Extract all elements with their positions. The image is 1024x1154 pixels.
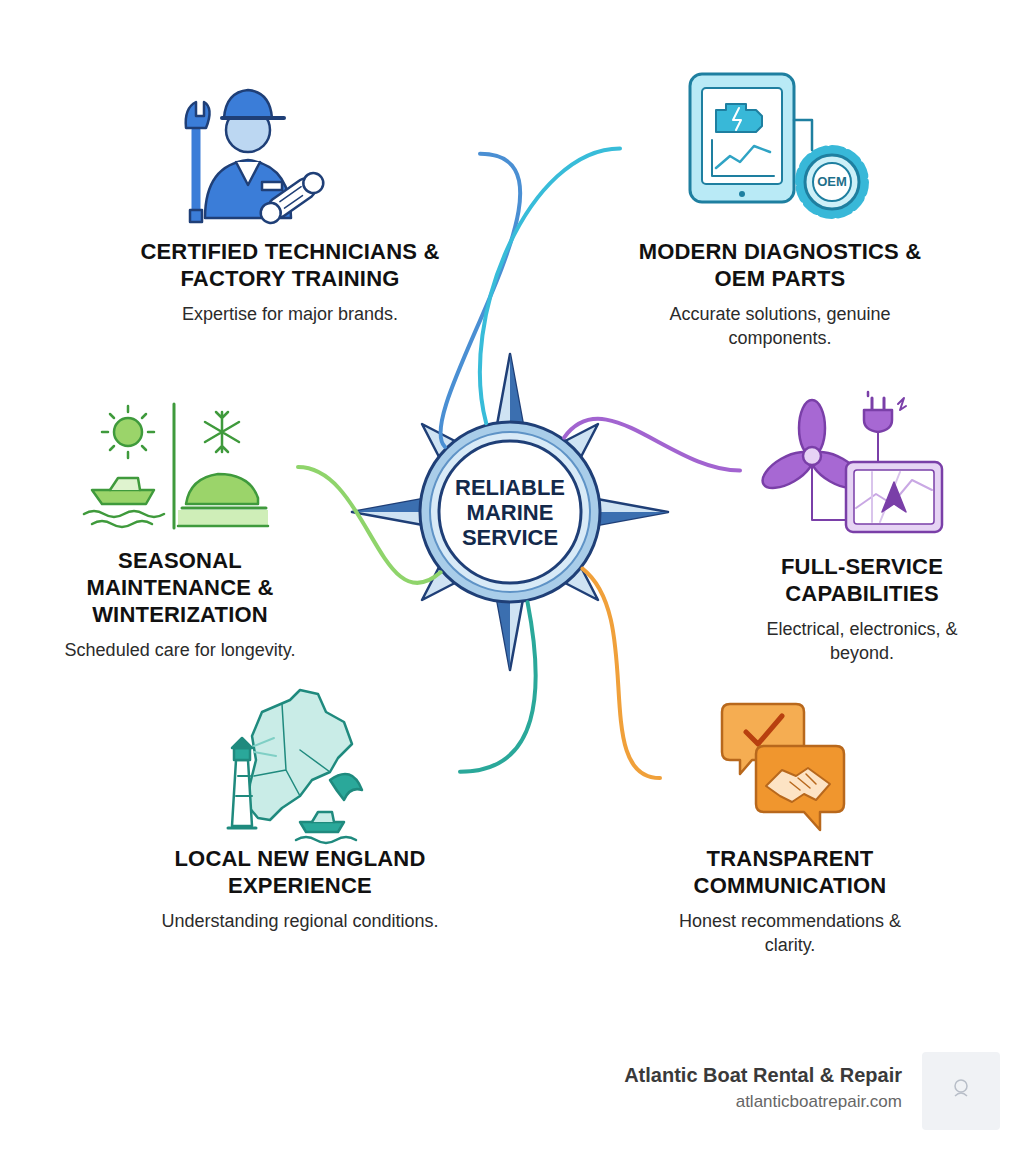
feature-node: MODERN DIAGNOSTICS & OEM PARTS Accurate s…	[620, 70, 940, 350]
new-england-map-icon	[228, 690, 362, 843]
feature-node: LOCAL NEW ENGLAND EXPERIENCE Understandin…	[140, 685, 460, 933]
hub-circle: RELIABLE MARINE SERVICE	[440, 442, 580, 582]
curved-connector	[564, 419, 740, 471]
curved-connector	[298, 467, 441, 583]
feature-node: CERTIFIED TECHNICIANS & FACTORY TRAINING…	[100, 80, 480, 326]
feature-heading: SEASONAL MAINTENANCE & WINTERIZATION	[62, 547, 298, 628]
diagnostics-icon	[690, 74, 863, 213]
communication-icon	[722, 704, 844, 830]
seasonal-icon	[84, 404, 268, 528]
hub-title: RELIABLE MARINE SERVICE	[445, 475, 575, 550]
feature-description: Electrical, electronics, & beyond.	[740, 617, 984, 665]
compass-rose	[352, 354, 668, 670]
feature-description: Honest recommendations & clarity.	[660, 909, 920, 957]
feature-heading: MODERN DIAGNOSTICS & OEM PARTS	[620, 238, 940, 292]
feature-heading: FULL-SERVICE CAPABILITIES	[740, 553, 984, 607]
company-name: Atlantic Boat Rental & Repair	[624, 1064, 902, 1087]
feature-heading: CERTIFIED TECHNICIANS & FACTORY TRAINING	[100, 238, 480, 292]
feature-node: FULL-SERVICE CAPABILITIES Electrical, ele…	[740, 395, 984, 665]
feature-description: Understanding regional conditions.	[140, 909, 460, 933]
website-url: atlanticboatrepair.com	[736, 1092, 902, 1112]
logo-placeholder	[922, 1052, 1000, 1130]
curved-connector	[460, 602, 536, 771]
gear-label: OEM	[812, 174, 852, 189]
curved-connector	[480, 148, 620, 423]
feature-description: Accurate solutions, genuine components.	[620, 302, 940, 350]
feature-description: Scheduled care for longevity.	[62, 638, 298, 662]
curved-connector	[582, 569, 660, 778]
feature-node: TRANSPARENT COMMUNICATION Honest recommen…	[660, 690, 920, 957]
technician-icon	[186, 90, 328, 227]
feature-description: Expertise for major brands.	[100, 302, 480, 326]
feature-heading: LOCAL NEW ENGLAND EXPERIENCE	[140, 845, 460, 899]
feature-node: SEASONAL MAINTENANCE & WINTERIZATION Sche…	[62, 395, 298, 662]
full-service-icon	[757, 392, 942, 532]
feature-heading: TRANSPARENT COMMUNICATION	[660, 845, 920, 899]
